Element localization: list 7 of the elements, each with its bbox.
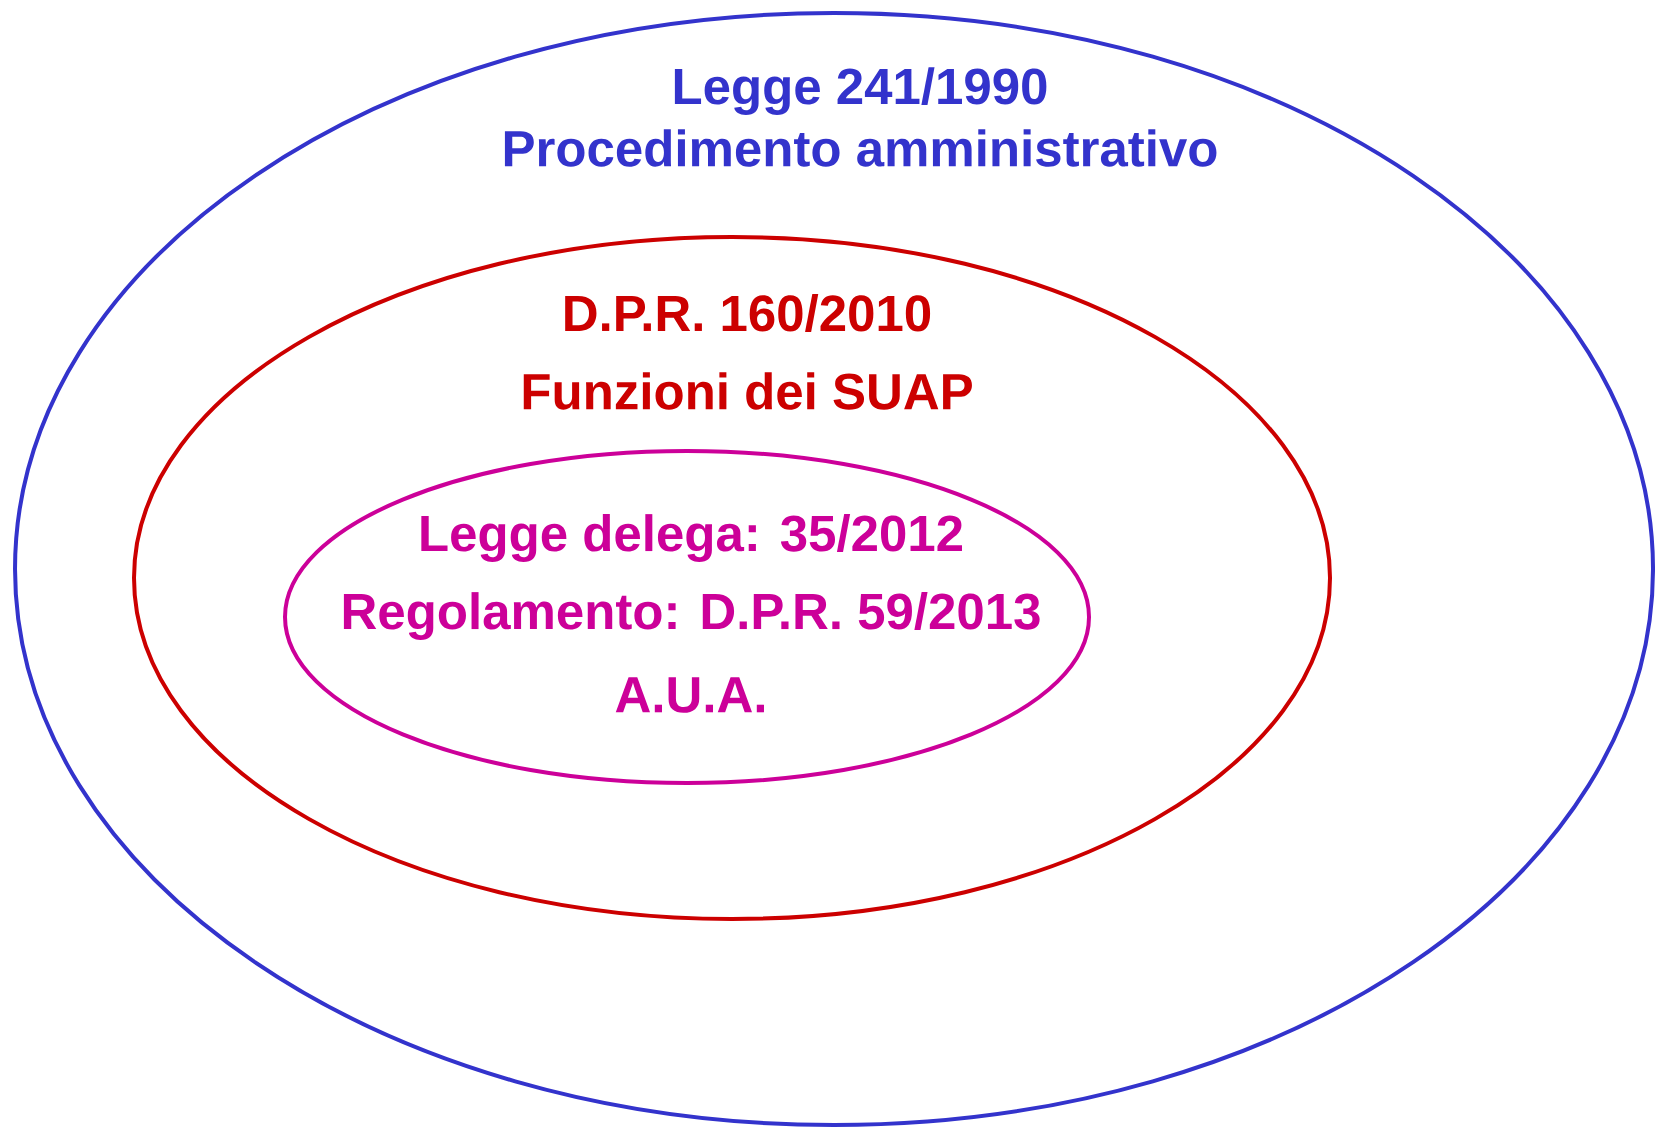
ellipse-label: A.U.A.	[615, 677, 764, 713]
ellipse-label: Legge 241/1990	[674, 67, 1047, 115]
ellipse-label: Legge delega: 35/2012	[421, 514, 962, 562]
ellipse-label: Regolamento: D.P.R. 59/2013	[343, 592, 1040, 640]
ellipse-label: D.P.R. 160/2010	[565, 294, 931, 332]
ellipse-label: Procedimento amministrativo	[504, 129, 1217, 167]
ellipse-label: Funzioni dei SUAP	[523, 372, 972, 410]
